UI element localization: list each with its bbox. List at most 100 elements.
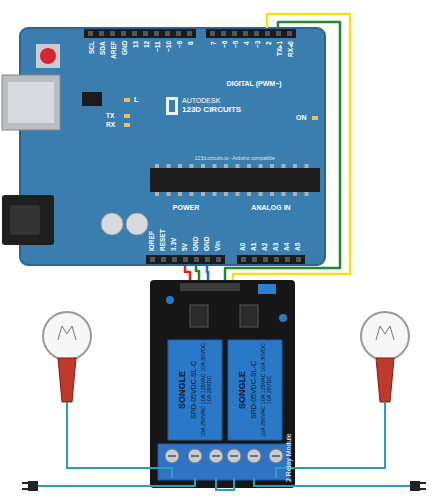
logo-icon bbox=[166, 97, 178, 115]
chip-pin bbox=[259, 164, 263, 168]
relay-body bbox=[228, 340, 282, 440]
pin-label: A0 bbox=[239, 243, 246, 251]
led bbox=[279, 314, 287, 322]
chip-pin bbox=[282, 164, 286, 168]
pin-label: ~9 bbox=[176, 41, 183, 48]
pin-label: 7 bbox=[210, 41, 217, 45]
pin-label: IOREF bbox=[148, 231, 155, 251]
icsp-header bbox=[82, 92, 102, 106]
jumper-wire bbox=[207, 265, 208, 280]
module-header bbox=[180, 283, 240, 291]
usb-jack bbox=[2, 75, 60, 130]
chip-pin bbox=[167, 164, 171, 168]
pin-label: RX◂0 bbox=[287, 41, 294, 57]
pin-label: ~10 bbox=[165, 41, 172, 52]
pin-label: 13 bbox=[132, 41, 139, 48]
power-jack-inner bbox=[10, 205, 40, 235]
pin-label: TX▸1 bbox=[276, 41, 283, 56]
chip-pin bbox=[259, 192, 263, 196]
pin-hole bbox=[210, 31, 215, 36]
header-title: DIGITAL (PWM~) bbox=[226, 80, 281, 88]
pin-label: 3.3V bbox=[170, 238, 177, 251]
pin-header bbox=[84, 29, 196, 38]
pin-hole bbox=[263, 257, 268, 262]
logo-icon bbox=[169, 100, 175, 112]
chip-pin bbox=[293, 164, 297, 168]
optocoupler bbox=[190, 305, 208, 327]
pin-hole bbox=[265, 31, 270, 36]
pin-label: 2 bbox=[265, 41, 272, 45]
pin-hole bbox=[285, 257, 290, 262]
pin-hole bbox=[176, 31, 181, 36]
pin-hole bbox=[132, 31, 137, 36]
chip-pin bbox=[282, 192, 286, 196]
pin-header bbox=[146, 255, 225, 264]
jumper-wire bbox=[185, 265, 190, 280]
optocoupler bbox=[240, 305, 258, 327]
microcontroller-chip bbox=[150, 168, 320, 192]
screw-slot bbox=[250, 455, 258, 457]
rating-text: 10A 250VAC 10A 125VAC 10A 30VDC 10A 28VD… bbox=[260, 343, 272, 437]
screw-slot bbox=[191, 455, 199, 457]
pin-holes bbox=[88, 31, 292, 36]
chip-pin bbox=[224, 192, 228, 196]
screw bbox=[269, 449, 283, 463]
lamp bbox=[43, 312, 91, 402]
pin-label: A1 bbox=[250, 243, 257, 251]
screw-slot bbox=[168, 455, 176, 457]
pin-hole bbox=[296, 257, 301, 262]
pin-holes bbox=[150, 257, 301, 262]
pin-hole bbox=[276, 31, 281, 36]
reset-button bbox=[40, 48, 56, 64]
relay-body bbox=[168, 340, 222, 440]
jumper bbox=[258, 284, 276, 294]
screw bbox=[165, 449, 179, 463]
board-text: 123d.circuits.io - Arduino compatible bbox=[195, 156, 275, 162]
terminal-block bbox=[158, 444, 290, 480]
pin-label: ~6 bbox=[221, 41, 228, 48]
pin-label: GND bbox=[121, 41, 128, 55]
pin-label: 8 bbox=[187, 41, 194, 45]
pin-label: Vin bbox=[214, 241, 221, 251]
relay-face: SONGLESRD-05VDC-SL-C10A 250VAC 10A 125VA… bbox=[170, 343, 220, 437]
pin-label: RESET bbox=[159, 229, 166, 251]
board-text: 123D CIRCUITS bbox=[182, 106, 241, 115]
pin-hole bbox=[154, 31, 159, 36]
pin-label: 12 bbox=[143, 41, 150, 48]
chip-pin bbox=[213, 192, 217, 196]
pin-hole bbox=[183, 257, 188, 262]
chip-pin bbox=[236, 164, 240, 168]
model-text: SRD-05VDC-SL-C bbox=[190, 361, 198, 419]
lamp-wires bbox=[36, 402, 412, 490]
pin-label: A2 bbox=[261, 243, 268, 251]
header-title: ANALOG IN bbox=[251, 204, 290, 212]
arduino-board: AUTODESK123D CIRCUITS123d.circuits.io - … bbox=[20, 28, 325, 265]
board-body bbox=[20, 28, 325, 265]
pin-header bbox=[206, 29, 296, 38]
screw bbox=[227, 449, 241, 463]
chip-pin bbox=[155, 192, 159, 196]
pin-label: 5V bbox=[181, 243, 188, 251]
brand-text: SONGLE bbox=[178, 371, 188, 409]
module-title: 2 Relay Module bbox=[285, 433, 293, 482]
pin-label: ~11 bbox=[154, 41, 161, 52]
usb-inner bbox=[8, 82, 54, 123]
chip-pin bbox=[247, 164, 251, 168]
pin-hole bbox=[205, 257, 210, 262]
pin-label: GND bbox=[192, 237, 199, 251]
pin-hole bbox=[287, 31, 292, 36]
pin-hole bbox=[110, 31, 115, 36]
pin-hole bbox=[88, 31, 93, 36]
pin-label: ~5 bbox=[232, 41, 239, 48]
led bbox=[124, 123, 130, 127]
led-label: ON bbox=[296, 114, 307, 122]
pin-label: A3 bbox=[272, 243, 279, 251]
capacitor bbox=[126, 213, 148, 235]
jumper-wire bbox=[196, 265, 199, 280]
pin-hole bbox=[243, 31, 248, 36]
power-jack bbox=[2, 195, 54, 245]
pin-label: ~3 bbox=[254, 41, 261, 48]
chip-pin bbox=[270, 192, 274, 196]
screw-slot bbox=[212, 455, 220, 457]
